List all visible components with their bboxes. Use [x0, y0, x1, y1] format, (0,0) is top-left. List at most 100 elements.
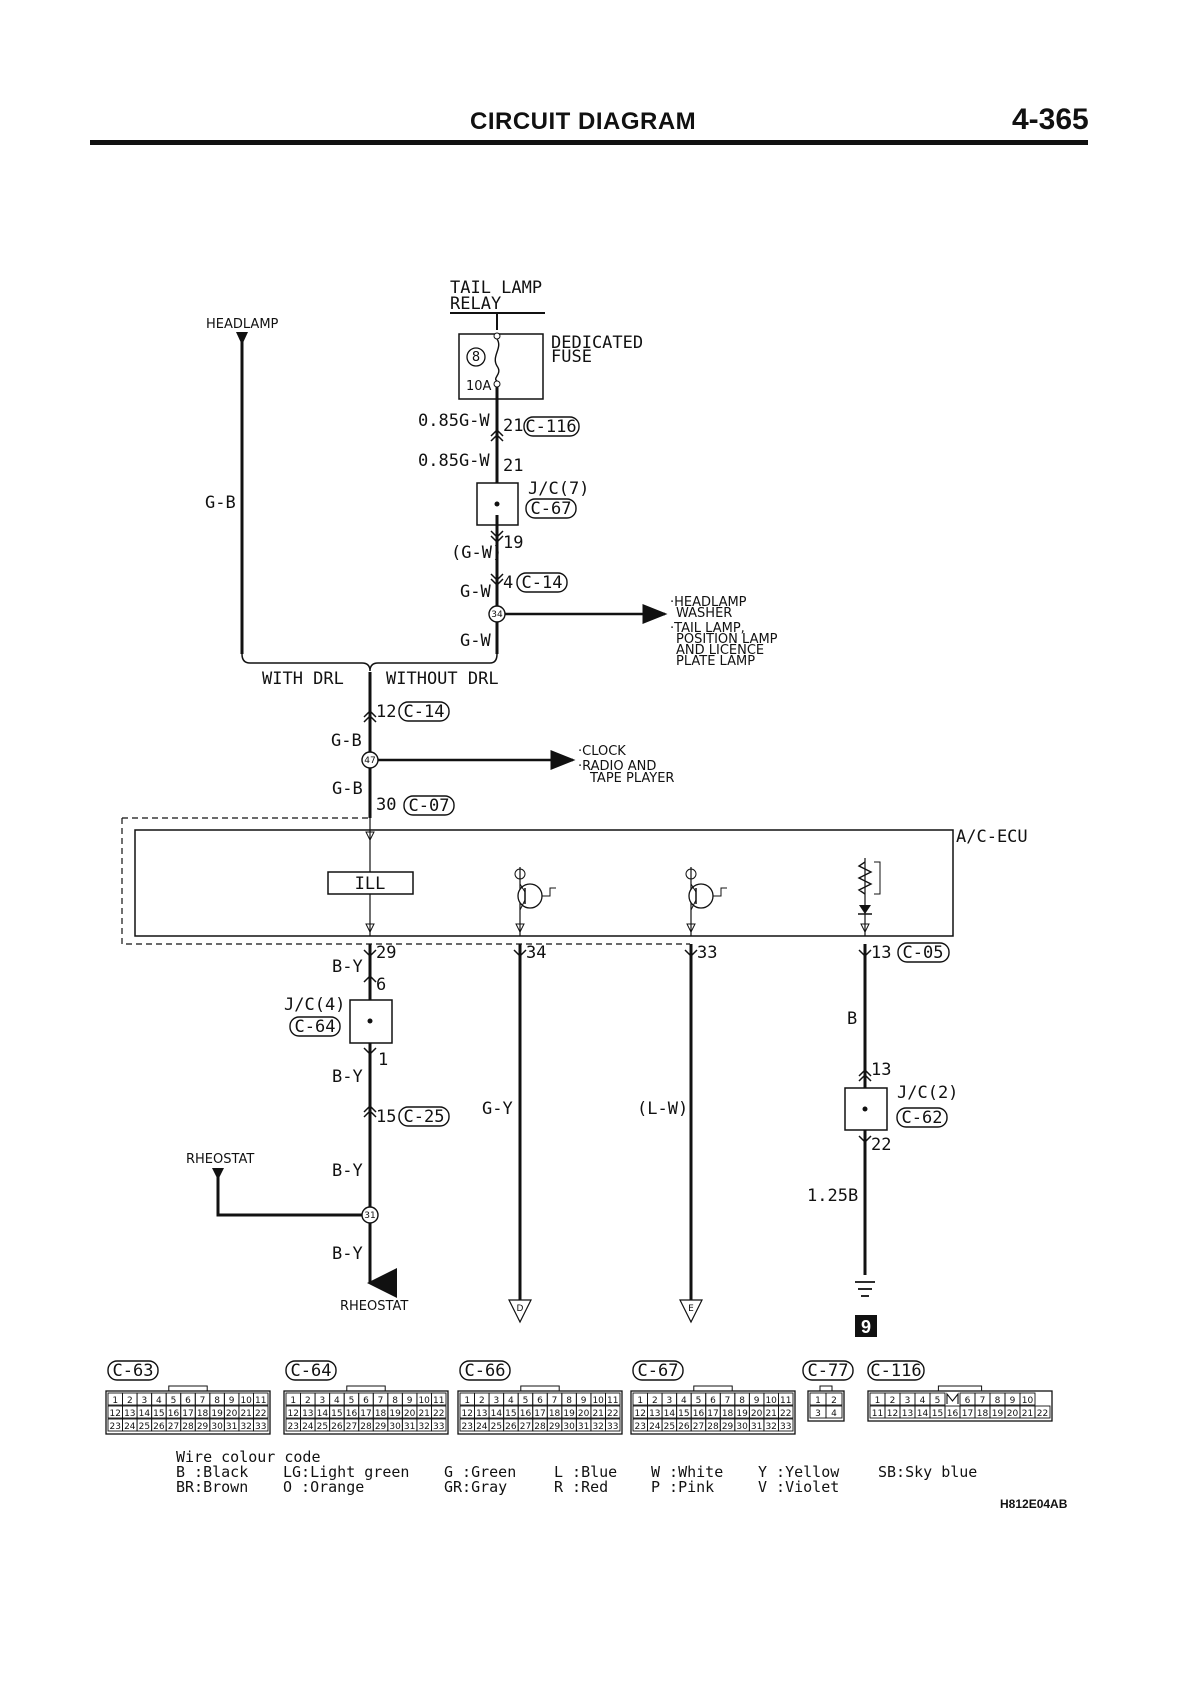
- pin-number: 2: [127, 1396, 133, 1406]
- pin-number: 4: [831, 1409, 837, 1419]
- pin-number: 5: [935, 1396, 941, 1406]
- pin-number: 24: [124, 1422, 136, 1432]
- pin-number: 30: [736, 1422, 748, 1432]
- pin-number: 22: [780, 1409, 791, 1419]
- pin-number: 1: [112, 1396, 118, 1406]
- wire-b-ground: 9: [855, 944, 877, 1337]
- pin-number: 26: [678, 1422, 690, 1432]
- pin-number: 25: [491, 1422, 502, 1432]
- legend-entry: R :Red: [554, 1478, 609, 1496]
- svg-text:47: 47: [364, 756, 375, 766]
- wire-label-l-w: (L-W): [637, 1099, 688, 1119]
- pin-number: 4: [156, 1396, 162, 1406]
- pin-number: 11: [780, 1396, 791, 1406]
- pin-number: 3: [493, 1396, 499, 1406]
- pin-number: 29: [375, 1422, 387, 1432]
- pin-number: 10: [1022, 1396, 1034, 1406]
- connector-view-label: C-67: [638, 1361, 679, 1381]
- legend-entry: Y :Yellow: [758, 1463, 840, 1481]
- pin-number: 16: [346, 1409, 358, 1419]
- pin-number: 32: [240, 1422, 251, 1432]
- pin-number: 22: [255, 1409, 266, 1419]
- fuse-amperage: 10A: [466, 379, 492, 394]
- pin-30: 30: [376, 795, 396, 815]
- pin-number: 15: [331, 1409, 342, 1419]
- wire-label-b-y-4: B-Y: [332, 1244, 363, 1264]
- wire-g-b: [363, 672, 377, 818]
- svg-text:·CLOCK: ·CLOCK: [578, 744, 626, 759]
- pin-6: 6: [376, 975, 386, 995]
- pin-number: 16: [693, 1409, 705, 1419]
- diagram-code: H812E04AB: [1000, 1497, 1068, 1511]
- pin-number: 33: [607, 1422, 618, 1432]
- pin-number: 27: [346, 1422, 357, 1432]
- pin-number: 13: [302, 1409, 313, 1419]
- wire-label-b-y-3: B-Y: [332, 1161, 363, 1181]
- junction-connector-4: J/C(4) C-64: [284, 995, 393, 1044]
- svg-text:TAPE PLAYER: TAPE PLAYER: [589, 771, 674, 786]
- pin-number: 13: [476, 1409, 487, 1419]
- rheostat-input: RHEOSTAT: [186, 1152, 362, 1217]
- connector-c-07: C-07: [403, 795, 455, 816]
- pin-number: 21: [765, 1409, 776, 1419]
- pin-number: 32: [765, 1422, 776, 1432]
- pin-number: 17: [360, 1409, 371, 1419]
- pin-number: 19: [563, 1409, 575, 1419]
- pin-number: 15: [505, 1409, 516, 1419]
- pin-number: 21: [418, 1409, 429, 1419]
- label-rheostat-out: RHEOSTAT: [340, 1299, 408, 1314]
- pin-number: 23: [462, 1422, 473, 1432]
- pin-number: 13: [124, 1409, 135, 1419]
- ground-point-9: 9: [861, 1317, 871, 1337]
- label-rheostat-in: RHEOSTAT: [186, 1152, 254, 1167]
- pin-number: 15: [153, 1409, 164, 1419]
- wire-label-g-b-left: G-B: [205, 493, 236, 513]
- pin-number: 9: [1010, 1396, 1016, 1406]
- pin-number: 12: [462, 1409, 473, 1419]
- pin-number: 14: [317, 1409, 329, 1419]
- pin-number: 17: [182, 1409, 193, 1419]
- ill-block: ILL: [355, 874, 386, 894]
- pin-33: 33: [697, 943, 717, 963]
- wire-label-b-y-1: B-Y: [332, 957, 363, 977]
- pin-number: 32: [418, 1422, 429, 1432]
- label-relay: RELAY: [450, 294, 501, 314]
- pin-number: 14: [139, 1409, 151, 1419]
- pin-number: 22: [1037, 1409, 1048, 1419]
- pin-number: 20: [226, 1409, 238, 1419]
- pin-number: 31: [404, 1422, 415, 1432]
- pin-number: 29: [722, 1422, 734, 1432]
- pin-number: 26: [331, 1422, 343, 1432]
- pin-number: 6: [185, 1396, 191, 1406]
- legend-entry: W :White: [651, 1463, 724, 1481]
- legend-entry: G :Green: [444, 1463, 517, 1481]
- wire-label-g-w-paren: (G-W): [451, 543, 502, 563]
- label-fuse: FUSE: [551, 347, 592, 367]
- pin-number: 21: [592, 1409, 603, 1419]
- pin-number: 28: [534, 1422, 546, 1432]
- pin-12: 12: [376, 702, 396, 722]
- svg-text:C-07: C-07: [409, 796, 450, 816]
- pin-number: 3: [905, 1396, 911, 1406]
- svg-text:C-05: C-05: [903, 943, 944, 963]
- pin-number: 32: [592, 1422, 603, 1432]
- pin-number: 11: [255, 1396, 266, 1406]
- pin-number: 10: [592, 1396, 604, 1406]
- pin-number: 28: [707, 1422, 719, 1432]
- pin-number: 6: [363, 1396, 369, 1406]
- wire-b-y: [363, 944, 397, 1298]
- junction-connector-2: J/C(2) C-62: [844, 1083, 958, 1131]
- wire-label-g-y: G-Y: [482, 1099, 513, 1119]
- label-jc2: J/C(2): [897, 1083, 958, 1103]
- transistor-1: [514, 867, 556, 936]
- wire-label-1.25b: 1.25B: [807, 1186, 858, 1206]
- pin-number: 33: [433, 1422, 444, 1432]
- connector-view-label: C-116: [870, 1361, 921, 1381]
- ac-ecu: A/C-ECU ILL: [121, 817, 1028, 945]
- pin-number: 28: [360, 1422, 372, 1432]
- pin-number: 4: [681, 1396, 687, 1406]
- junction-47: 47: [361, 750, 576, 770]
